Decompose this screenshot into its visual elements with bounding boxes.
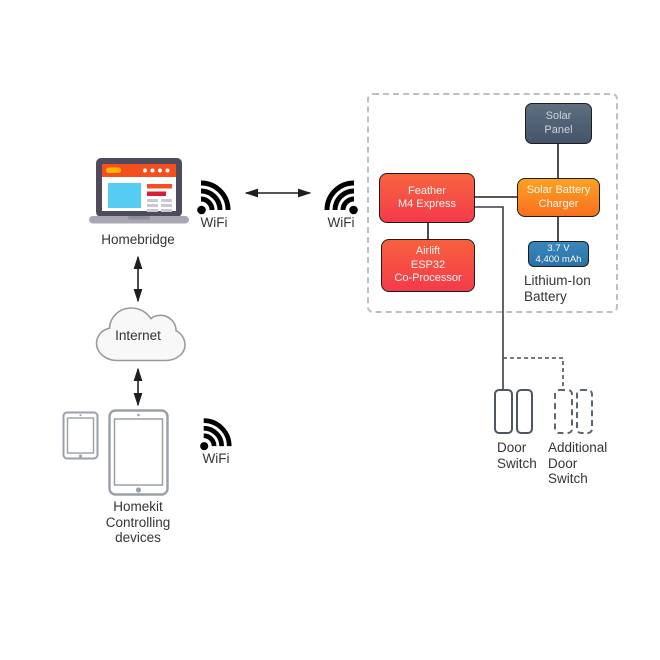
tablet-large-icon: [108, 409, 169, 496]
laptop-header-pill: [106, 167, 121, 173]
additional-door-switch-magnet: [576, 389, 593, 434]
node-label-line: 4,400 mAh: [535, 254, 582, 265]
connector-doorswitch-additional: [503, 357, 564, 387]
laptop-content-bar-orange: [147, 184, 172, 189]
node-label-line: Co-Processor: [394, 272, 462, 285]
node-label-line: 3.7 V: [547, 243, 570, 254]
additional-door-switch-label: Additional Door Switch: [548, 440, 608, 486]
laptop-content-gray-bars: [147, 199, 172, 212]
internet-cloud-icon: [95, 307, 186, 362]
wifi-label: WiFi: [327, 215, 355, 230]
node-label-line: ESP32: [410, 258, 446, 271]
node-label-line: M4 Express: [397, 198, 457, 210]
node-label-line: Airlift: [415, 245, 441, 258]
additional-door-switch-sensor: [554, 389, 573, 434]
node-lithium-battery: 3.7 V 4,400 mAh: [528, 241, 589, 267]
node-label-line: Charger: [538, 197, 579, 210]
wifi-label: WiFi: [200, 215, 228, 230]
node-solar-panel: Solar Panel: [525, 103, 592, 144]
wifi-icon: [197, 180, 231, 215]
laptop-content-image: [108, 183, 141, 208]
node-label-line: Solar: [545, 110, 572, 122]
wifi-icon-mirrored: [324, 180, 358, 215]
door-switch-label: Door Switch: [497, 440, 537, 471]
node-label-line: Feather: [408, 184, 446, 197]
laptop-header-dots: [143, 168, 170, 173]
laptop-base: [89, 216, 189, 224]
homebridge-label: Homebridge: [101, 232, 175, 247]
wifi-icon: [200, 418, 232, 451]
laptop-content-bar-red: [147, 191, 166, 196]
laptop-icon: [89, 158, 189, 224]
internet-label: Internet: [115, 328, 161, 343]
node-label-line: Panel: [544, 123, 573, 136]
node-feather-m4-express: Feather M4 Express: [379, 173, 475, 223]
tablet-small-icon: [62, 411, 99, 460]
lithium-ion-label: Lithium-Ion Battery: [524, 273, 591, 304]
homekit-devices-label: Homekit Controlling devices: [105, 499, 171, 545]
node-solar-battery-charger: Solar Battery Charger: [517, 178, 600, 217]
laptop-browser-header: [102, 164, 176, 177]
node-label-line: Solar Battery: [526, 184, 591, 196]
door-switch-magnet: [516, 389, 533, 434]
laptop-base-notch: [128, 216, 150, 220]
door-switch-sensor: [494, 389, 513, 434]
wifi-label: WiFi: [202, 451, 230, 466]
node-airlift-esp32: Airlift ESP32 Co-Processor: [381, 239, 475, 292]
